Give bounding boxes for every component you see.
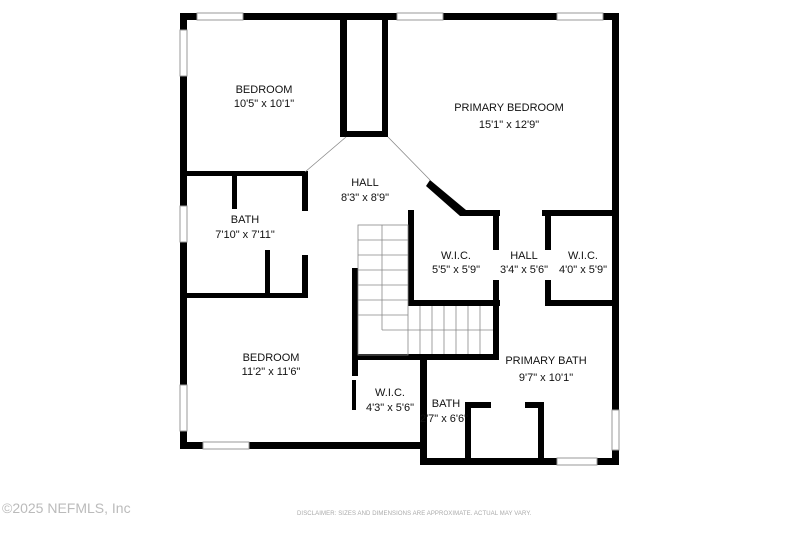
- room-size: 2'7" x 6'6": [420, 413, 468, 425]
- disclaimer: DISCLAIMER: SIZES AND DIMENSIONS ARE APP…: [297, 511, 532, 517]
- room-name: BATH: [231, 214, 260, 226]
- room-size: 3'4" x 5'6": [500, 264, 548, 276]
- room-name: W.I.C.: [568, 250, 598, 262]
- room-name: PRIMARY BEDROOM: [454, 102, 564, 114]
- room-size: 5'5" x 5'9": [432, 264, 480, 276]
- room-name: HALL: [351, 177, 379, 189]
- room-name: BEDROOM: [236, 84, 293, 96]
- room-name: BATH: [432, 398, 461, 410]
- windows: [179, 12, 620, 466]
- room-name: PRIMARY BATH: [505, 355, 586, 367]
- room-size: 11'2" x 11'6": [242, 366, 301, 378]
- room-size: 9'7" x 10'1": [519, 372, 573, 384]
- room-size: 4'0" x 5'9": [559, 264, 607, 276]
- room-size: 7'10" x 7'11": [215, 229, 275, 241]
- room-size: 4'3" x 5'6": [366, 402, 414, 414]
- room-size: 15'1" x 12'9": [479, 119, 539, 131]
- copyright-watermark: ©2025 NEFMLS, Inc: [2, 500, 131, 516]
- room-name: W.I.C.: [441, 250, 471, 262]
- room-labels: BEDROOM 10'5" x 10'1" PRIMARY BEDROOM 15…: [215, 84, 607, 425]
- room-name: HALL: [510, 250, 538, 262]
- room-size: 8'3" x 8'9": [341, 192, 389, 204]
- room-name: BEDROOM: [243, 352, 300, 364]
- room-size: 10'5" x 10'1": [234, 98, 294, 110]
- stairs: [304, 136, 493, 356]
- room-name: W.I.C.: [375, 387, 405, 399]
